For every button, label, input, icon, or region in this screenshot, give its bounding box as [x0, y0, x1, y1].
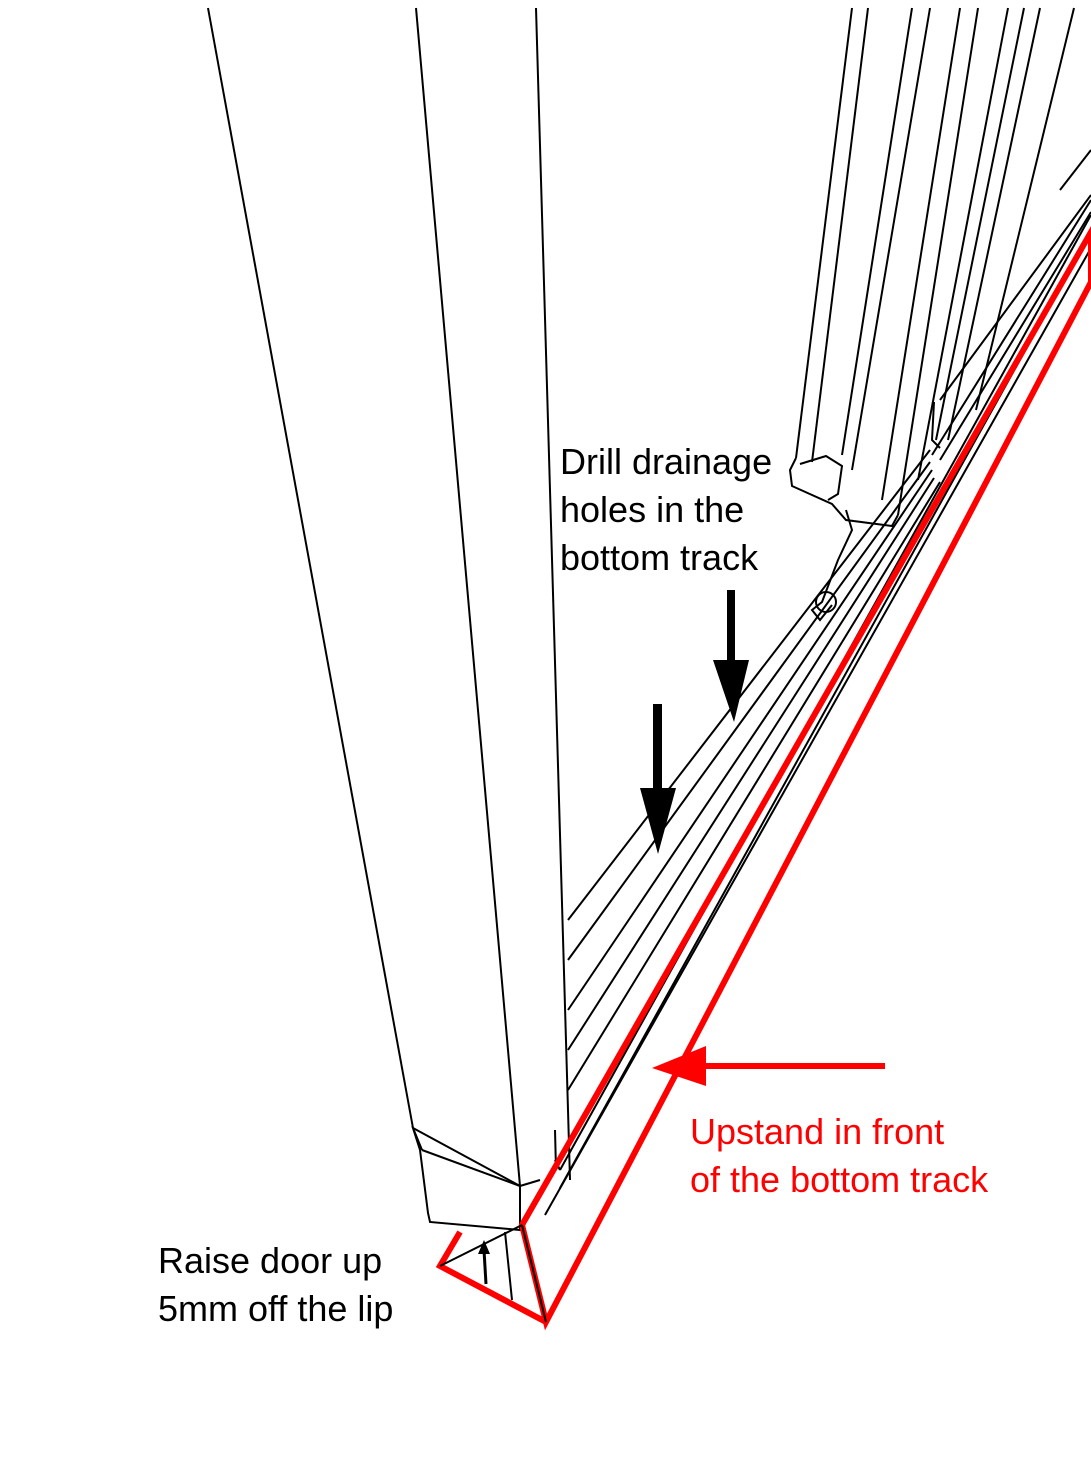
raise-door-label: Raise door up 5mm off the lip: [158, 1237, 393, 1333]
upstand-label-line-1: Upstand in front: [690, 1111, 945, 1152]
drainage-holes-label: Drill drainage holes in the bottom track: [560, 438, 772, 582]
drainage-label-line-2: holes in the: [560, 489, 745, 530]
sliding-panel-frame: [788, 7, 1091, 622]
upstand-arrow: [652, 1046, 885, 1086]
drainage-arrow-lower: [640, 704, 676, 854]
drainage-label-line-1: Drill drainage: [560, 441, 773, 482]
upstand-label: Upstand in front of the bottom track: [690, 1108, 988, 1204]
door-stile: [207, 7, 571, 1232]
raise-label-line-2: 5mm off the lip: [158, 1288, 394, 1329]
drainage-arrow-upper: [713, 590, 749, 722]
drainage-label-line-3: bottom track: [560, 537, 759, 578]
raise-label-line-1: Raise door up: [158, 1240, 383, 1281]
upstand-label-line-2: of the bottom track: [690, 1159, 989, 1200]
raise-arrow: [478, 1240, 490, 1285]
bottom-track-rails: [544, 199, 1091, 1216]
door-foot: [439, 1224, 547, 1323]
